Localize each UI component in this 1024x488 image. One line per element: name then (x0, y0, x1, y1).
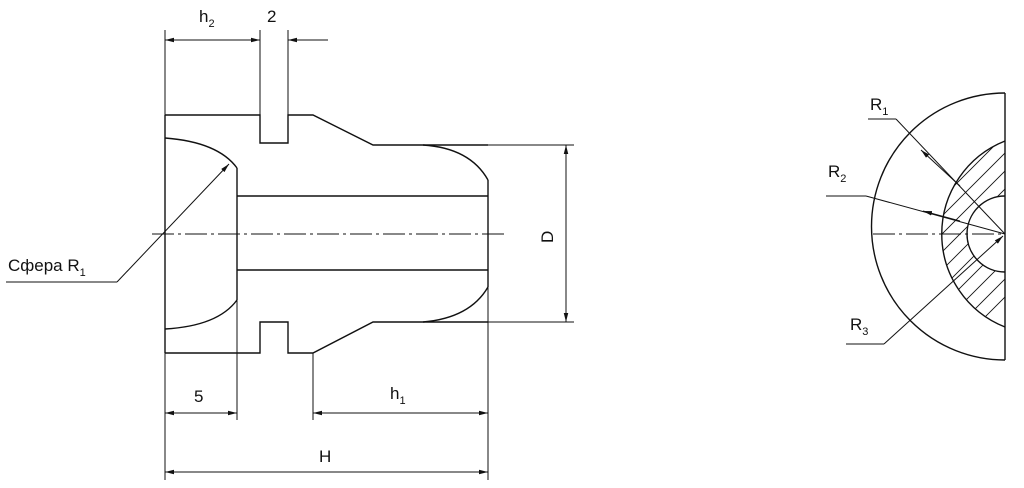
dim-h2-label: h (199, 7, 208, 26)
dim-D-label: D (538, 231, 557, 243)
svg-text:h2: h2 (199, 7, 215, 30)
svg-text:R2: R2 (828, 162, 846, 185)
dim-2-label: 2 (267, 7, 276, 26)
section-view: R1 R2 R3 (826, 92, 1006, 361)
dim-H-label: H (319, 447, 331, 466)
R2-label: R (828, 162, 840, 181)
part-outline (152, 114, 505, 354)
R2-sub: 2 (840, 173, 846, 185)
R1-sub: 1 (882, 106, 888, 118)
dim-h1-label: h (390, 384, 399, 403)
R1-label: R (870, 95, 882, 114)
R3-label: R (850, 315, 862, 334)
dim-h1-sub: 1 (399, 395, 405, 407)
dimension-H: H (165, 447, 488, 475)
dimension-5: 5 (164, 300, 238, 480)
svg-text:Сфера R1: Сфера R1 (8, 256, 86, 279)
sphere-label-sub: 1 (80, 267, 86, 279)
dimension-h1: h1 (312, 287, 489, 480)
svg-text:R1: R1 (870, 95, 888, 118)
dim-h2-sub: 2 (208, 18, 214, 30)
svg-text:h1: h1 (390, 384, 406, 407)
dimension-h2: h2 2 (164, 7, 328, 115)
dim-5-label: 5 (194, 387, 203, 406)
sphere-leader: Сфера R1 (6, 163, 230, 283)
svg-text:R3: R3 (850, 315, 868, 338)
R3-sub: 3 (862, 326, 868, 338)
sphere-label: Сфера R (8, 256, 80, 275)
dimension-D: D (423, 144, 574, 323)
